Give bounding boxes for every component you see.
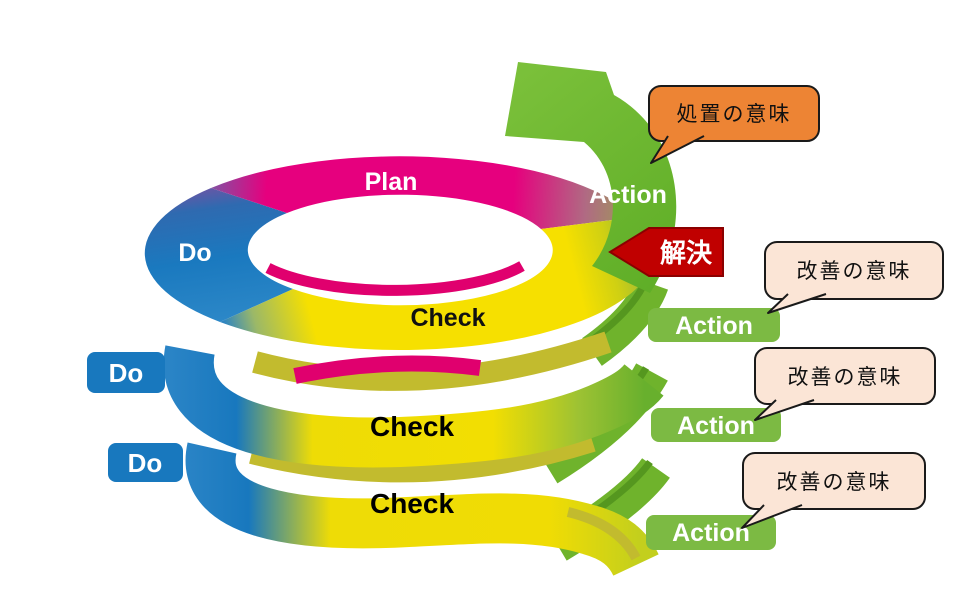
improvement-callout-2-text: 改善の意味 xyxy=(788,366,903,389)
improvement-callout-2-tail xyxy=(754,399,815,421)
action-tag-2 xyxy=(651,408,781,442)
ring3-tip-stripe xyxy=(566,507,641,561)
ring1-inner-pink-rim xyxy=(265,261,525,296)
ring2-band xyxy=(163,345,664,468)
treatment-callout xyxy=(648,85,820,142)
ring1-do-segment xyxy=(144,188,293,322)
treatment-callout-tail xyxy=(650,135,705,164)
do-tag-1 xyxy=(87,352,165,393)
treatment-callout-text: 処置の意味 xyxy=(677,103,792,126)
action-tag-3-label: Action xyxy=(672,519,750,547)
ring1-plan-label: Plan xyxy=(365,168,418,196)
ring1-check-label: Check xyxy=(410,304,485,332)
ring3-check-label: Check xyxy=(370,488,454,519)
do-tag-1-label: Do xyxy=(109,358,144,388)
improvement-callout-1-tail xyxy=(767,293,827,314)
improvement-callout-3-tail xyxy=(741,504,803,529)
action-arrow xyxy=(505,62,677,293)
ring1-check-segment xyxy=(220,217,655,350)
improvement-callout-2 xyxy=(754,347,936,405)
ring3-band xyxy=(185,442,659,577)
arrow-action-label: Action xyxy=(589,181,667,209)
solution-arrow-tag xyxy=(608,227,724,277)
action-tag-1 xyxy=(648,308,780,342)
action-tag-3 xyxy=(646,515,776,550)
action-tag-1-label: Action xyxy=(675,312,753,340)
solution-label: 解決 xyxy=(660,238,713,268)
improvement-callout-1-text: 改善の意味 xyxy=(797,260,912,283)
improvement-callout-3 xyxy=(742,452,926,510)
improvement-callout-3-text: 改善の意味 xyxy=(777,471,892,494)
ring1-do-label: Do xyxy=(178,239,211,267)
improvement-callout-1 xyxy=(764,241,944,300)
action-tag-2-label: Action xyxy=(677,412,755,440)
do-tag-2 xyxy=(108,443,183,482)
ring1-plan-segment xyxy=(211,156,636,229)
ring2-check-label: Check xyxy=(370,411,454,442)
ring2-back-pink-sliver xyxy=(293,355,482,384)
do-tag-2-label: Do xyxy=(128,448,163,478)
